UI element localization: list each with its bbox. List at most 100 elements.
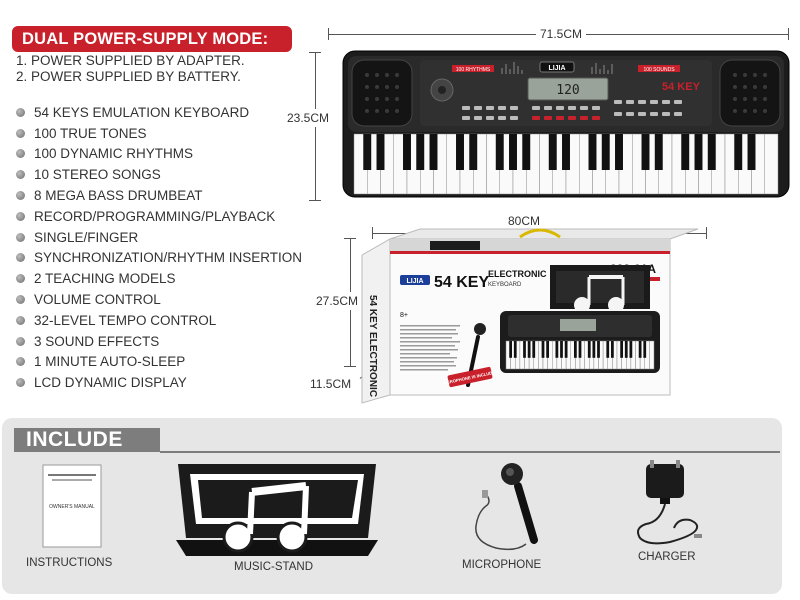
feature-item: 100 DYNAMIC RHYTHMS: [16, 144, 302, 165]
bullet-icon: [16, 149, 25, 159]
black-key: [523, 341, 526, 358]
include-header: INCLUDE: [14, 428, 160, 452]
black-key: [546, 341, 550, 358]
black-key: [573, 341, 577, 358]
black-key: [578, 341, 582, 358]
black-key: [629, 341, 633, 358]
include-label-microphone: MICROPHONE: [462, 559, 542, 571]
power-mode-line-battery: 2. POWER SUPPLIED BY BATTERY.: [16, 69, 241, 84]
box-subtitle: ELECTRONIC: [488, 269, 547, 279]
bullet-icon: [16, 232, 25, 242]
black-key: [522, 134, 531, 170]
black-key: [747, 134, 756, 170]
box-age-mark: 8+: [400, 312, 408, 319]
feature-item: 32-LEVEL TEMPO CONTROL: [16, 310, 302, 331]
feature-item: VOLUME CONTROL: [16, 289, 302, 310]
black-key: [555, 341, 559, 358]
black-key: [376, 134, 385, 170]
black-key: [620, 341, 624, 358]
bullet-icon: [16, 128, 25, 138]
box-width-tick-right: [706, 227, 707, 239]
keyboard-depth-tick-top: [309, 52, 321, 53]
include-label-music-stand: MUSIC-STAND: [234, 561, 314, 573]
power-mode-title: DUAL POWER-SUPPLY MODE:: [22, 30, 269, 48]
black-key: [638, 341, 642, 358]
bullet-icon: [16, 253, 25, 263]
black-key: [509, 341, 513, 358]
box-side-title: 54 KEY ELECTRONIC: [367, 295, 378, 397]
box-product-image: 54 KEY ELECTRONIC LIJIA 54 KEY ELECTRONI…: [361, 228, 699, 404]
feature-item: 10 STEREO SONGS: [16, 164, 302, 185]
black-key: [469, 134, 478, 170]
microphone-image: [475, 463, 538, 551]
box-subtitle-2: KEYBOARD: [488, 282, 522, 288]
bullet-icon: [16, 315, 25, 325]
bullet-icon: [16, 211, 25, 221]
bullet-icon: [16, 295, 25, 305]
black-key: [429, 134, 438, 170]
box-depth-label: 11.5CM: [310, 377, 352, 391]
box-width-tick-left: [372, 227, 373, 239]
feature-item: 2 TEACHING MODELS: [16, 268, 302, 289]
black-key: [541, 341, 545, 358]
black-key: [509, 134, 517, 170]
keyboard-depth-label: 23.5CM: [287, 109, 330, 127]
box-height-label: 27.5CM: [316, 292, 359, 310]
box-height-tick-top: [344, 238, 356, 239]
feature-item: SINGLE/FINGER: [16, 227, 302, 248]
black-key: [654, 134, 663, 170]
include-label-charger: CHARGER: [638, 551, 696, 563]
charger-image: [637, 460, 702, 545]
black-key: [734, 134, 743, 170]
bullet-icon: [16, 378, 25, 388]
black-key: [416, 134, 425, 170]
feature-item: 3 SOUND EFFECTS: [16, 331, 302, 352]
box-height-tick-bottom: [344, 366, 356, 367]
feature-item: RECORD/PROGRAMMING/PLAYBACK: [16, 206, 302, 227]
keyboard-depth-tick-bottom: [309, 200, 321, 201]
include-title: INCLUDE: [26, 428, 123, 451]
power-mode-badge: DUAL POWER-SUPPLY MODE:: [12, 26, 292, 52]
black-key: [615, 134, 623, 170]
power-mode-line-adapter: 1. POWER SUPPLIED BY ADAPTER.: [16, 53, 245, 68]
black-key: [560, 341, 563, 358]
box-brand-logo: LIJIA: [406, 278, 423, 285]
black-key: [597, 341, 600, 358]
bullet-icon: [16, 357, 25, 367]
include-label-instructions: INSTRUCTIONS: [26, 557, 113, 569]
instructions-booklet-image: OWNER'S MANUAL: [42, 464, 102, 548]
black-key: [527, 341, 531, 358]
feature-item: 8 MEGA BASS DRUMBEAT: [16, 185, 302, 206]
bullet-icon: [16, 107, 25, 117]
black-key: [456, 134, 464, 170]
keyboard-model-badge: 54 KEY: [662, 81, 701, 93]
keyboard-brand-logo: LIJIA: [548, 65, 565, 72]
black-key: [681, 134, 690, 170]
feature-item: 100 TRUE TONES: [16, 123, 302, 144]
white-key: [649, 340, 655, 370]
black-key: [403, 134, 411, 170]
black-key: [495, 134, 504, 170]
feature-item: SYNCHRONIZATION/RHYTHM INSERTION: [16, 248, 302, 269]
black-key: [641, 134, 650, 170]
black-key: [588, 134, 597, 170]
black-key: [606, 341, 610, 358]
keyboard-width-tick-right: [788, 28, 789, 40]
feature-item: 54 KEYS EMULATION KEYBOARD: [16, 102, 302, 123]
black-key: [564, 341, 568, 358]
black-key: [592, 341, 596, 358]
black-key: [562, 134, 570, 170]
box-title: 54 KEY: [434, 274, 489, 291]
feature-list: 54 KEYS EMULATION KEYBOARD 100 TRUE TONE…: [16, 102, 302, 393]
black-key: [513, 341, 517, 358]
black-key: [363, 134, 372, 170]
black-key: [532, 341, 536, 358]
manual-cover-label: OWNER'S MANUAL: [49, 504, 95, 510]
tones-tag: 100 SOUNDS: [643, 67, 675, 73]
feature-item: LCD DYNAMIC DISPLAY: [16, 372, 302, 393]
black-key: [643, 341, 647, 358]
black-key: [694, 134, 703, 170]
bullet-icon: [16, 191, 25, 201]
feature-item: 1 MINUTE AUTO-SLEEP: [16, 352, 302, 373]
black-key: [624, 341, 628, 358]
